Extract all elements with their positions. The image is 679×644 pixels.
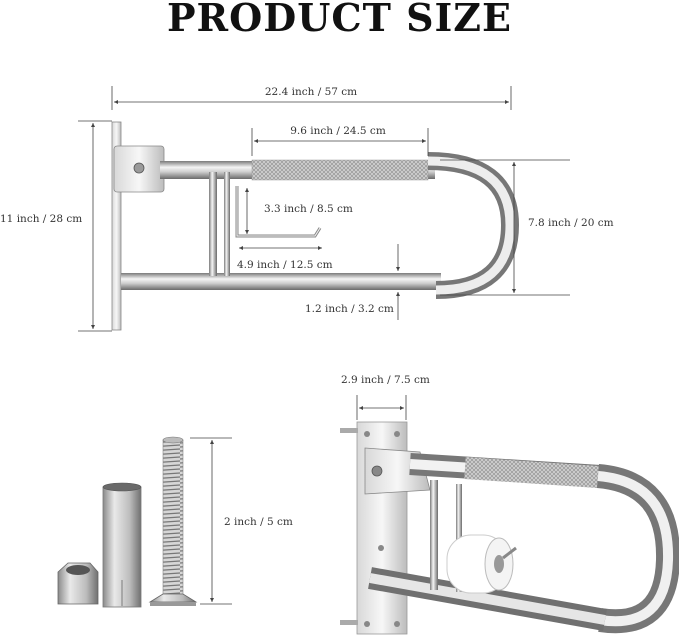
grip-length-label: 9.6 inch / 24.5 cm bbox=[290, 125, 386, 137]
tube-diameter-label: 1.2 inch / 3.2 cm bbox=[305, 303, 394, 315]
holder-length-label: 4.9 inch / 12.5 cm bbox=[237, 259, 333, 271]
bar-height-label: 7.8 inch / 20 cm bbox=[528, 217, 614, 229]
mounting-hardware bbox=[57, 436, 198, 608]
page-title: PRODUCT SIZE bbox=[166, 0, 513, 40]
grab-bar-perspective-view bbox=[340, 421, 679, 635]
dimension-lines-bracket bbox=[356, 395, 407, 420]
dimension-lines-hardware bbox=[190, 437, 232, 605]
overall-length-label: 22.4 inch / 57 cm bbox=[265, 86, 357, 98]
grab-bar-side-view bbox=[111, 121, 520, 331]
overall-height-label: 11 inch / 28 cm bbox=[0, 213, 82, 225]
bracket-width-label: 2.9 inch / 7.5 cm bbox=[341, 374, 430, 386]
dimension-lines-top bbox=[78, 86, 570, 332]
holder-height-label: 3.3 inch / 8.5 cm bbox=[264, 203, 353, 215]
screw-length-label: 2 inch / 5 cm bbox=[224, 516, 293, 528]
